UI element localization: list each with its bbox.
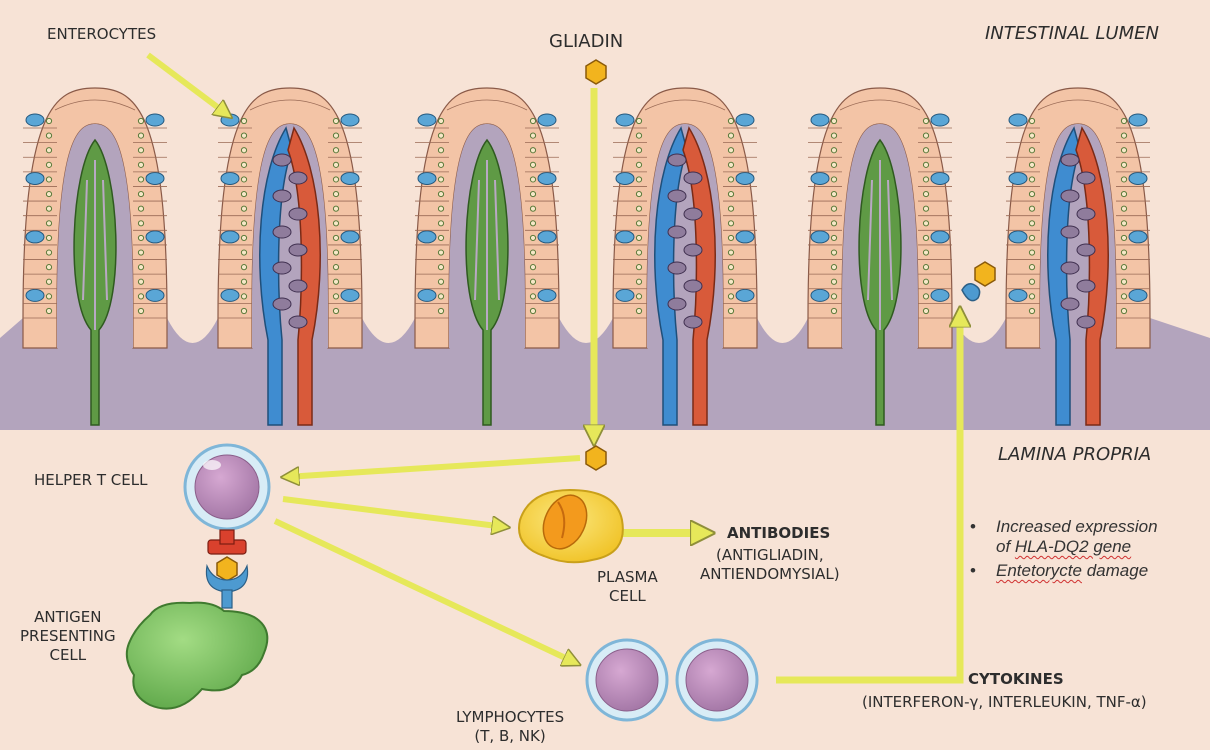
- helper-t-cell: [185, 445, 269, 529]
- label-gliadin: GLIADIN: [549, 31, 623, 54]
- villus: [218, 88, 362, 348]
- label-cytokines: CYTOKINES: [968, 670, 1064, 689]
- villus: [1006, 88, 1150, 348]
- plasma-cell-line-1: PLASMA: [597, 568, 658, 587]
- label-lymphocytes: LYMPHOCYTES (T, B, NK): [456, 708, 564, 746]
- effects-item-1-line-1: Increased expression: [996, 517, 1158, 536]
- apc-line-3: CELL: [20, 646, 116, 665]
- effects-item-2-rest: damage: [1082, 561, 1148, 580]
- label-helper-t-cell: HELPER T CELL: [34, 471, 147, 490]
- villus: [613, 88, 757, 348]
- plasma-cell-line-2: CELL: [597, 587, 658, 606]
- lymphocyte-1: [587, 640, 667, 720]
- apc-line-1: ANTIGEN: [20, 608, 116, 627]
- antibodies-detail-line-2: ANTIENDOMYSIAL): [700, 565, 840, 584]
- label-antigen-presenting-cell: ANTIGEN PRESENTING CELL: [20, 608, 116, 664]
- label-antibodies-detail: (ANTIGLIADIN, ANTIENDOMYSIAL): [700, 546, 840, 584]
- antibodies-detail-line-1: (ANTIGLIADIN,: [700, 546, 840, 565]
- label-enterocytes: ENTEROCYTES: [47, 25, 156, 44]
- label-cytokines-detail: (INTERFERON-γ, INTERLEUKIN, TNF-α): [862, 693, 1147, 712]
- bullet: •: [970, 561, 996, 581]
- effects-item-1: • Increased expression of HLA-DQ2 gene: [970, 517, 1158, 557]
- label-plasma-cell: PLASMA CELL: [597, 568, 658, 606]
- label-antibodies: ANTIBODIES: [727, 524, 830, 543]
- effects-list: • Increased expression of HLA-DQ2 gene •…: [970, 517, 1158, 585]
- plasma-cell: [519, 488, 623, 562]
- effects-item-1-prefix: of: [996, 537, 1015, 556]
- lymphocyte-2: [677, 640, 757, 720]
- gliadin-molecule-top: [586, 60, 606, 84]
- effects-item-1-text: Increased expression of HLA-DQ2 gene: [996, 517, 1158, 557]
- bullet: •: [970, 517, 996, 537]
- lymphocytes-line-1: LYMPHOCYTES: [456, 708, 564, 727]
- effects-item-2: • Entetorycte damage: [970, 561, 1158, 581]
- gliadin-molecule-lamina: [586, 446, 606, 470]
- effects-item-2-text: Entetorycte damage: [996, 561, 1148, 581]
- label-lamina-propria: LAMINA PROPRIA: [998, 444, 1151, 467]
- apc-line-2: PRESENTING: [20, 627, 116, 646]
- effects-item-2-word: Entetorycte: [996, 561, 1082, 580]
- lymphocytes-line-2: (T, B, NK): [456, 727, 564, 746]
- label-intestinal-lumen: INTESTINAL LUMEN: [985, 23, 1159, 46]
- effects-item-1-gene: HLA-DQ2 gene: [1015, 537, 1131, 556]
